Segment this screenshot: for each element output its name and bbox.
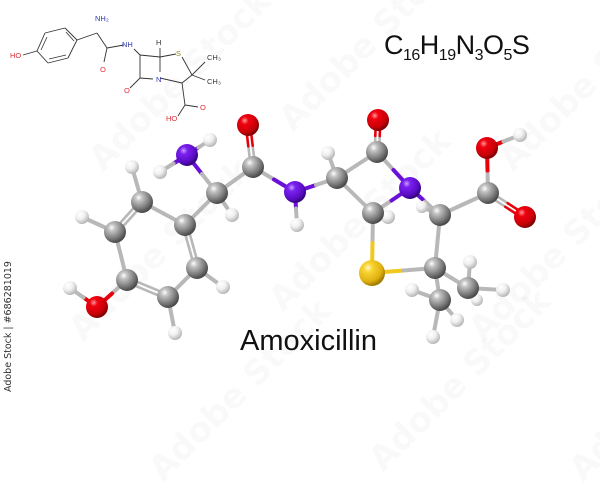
nitrogen-atom — [399, 177, 421, 199]
formula-subscript: 5 — [503, 47, 513, 64]
skeletal-bond — [76, 32, 98, 41]
hydrogen-atom — [463, 255, 477, 269]
hydrogen-atom — [513, 128, 527, 142]
oxygen-atom — [476, 137, 498, 159]
hydrogen-atom — [381, 210, 395, 224]
hydrogen-atom — [63, 281, 77, 295]
hydrogen-atom — [225, 208, 239, 222]
skeletal-bond — [191, 74, 206, 81]
nitrogen-atom — [176, 144, 198, 166]
skeletal-label-s: S — [176, 49, 181, 58]
skeletal-aromatic-bond — [48, 54, 67, 60]
carbon-atom — [477, 182, 499, 204]
hydrogen-atom — [203, 133, 217, 147]
skeletal-bond — [181, 74, 193, 84]
carbon-atom — [457, 277, 479, 299]
skeletal-label-acid_ho: HO — [166, 114, 177, 123]
skeletal-bond — [36, 32, 46, 52]
formula-element-o: O — [483, 30, 504, 60]
formula-element-s: S — [511, 30, 530, 60]
hydrogen-atom — [426, 330, 440, 344]
hydrogen-atom — [290, 218, 304, 232]
skeletal-bond — [139, 77, 154, 80]
hydrogen-atom — [321, 146, 335, 160]
skeletal-bond — [184, 104, 199, 108]
carbon-atom — [116, 269, 138, 291]
skeletal-bond — [139, 54, 161, 58]
skeletal-label-amide_o: O — [100, 65, 106, 74]
skeletal-bond — [47, 57, 69, 64]
skeletal-bond — [44, 27, 66, 34]
formula-element-n: N — [455, 30, 476, 60]
formula-element-h: H — [419, 30, 440, 60]
carbon-atom — [326, 167, 348, 189]
sulfur-atom — [359, 260, 385, 286]
skeletal-bond — [67, 39, 78, 59]
hydrogen-atom — [125, 160, 139, 174]
skeletal-bond — [133, 48, 141, 56]
skeletal-label-h_stereo: H — [156, 38, 161, 47]
skeletal-label-nh: NH — [122, 40, 133, 49]
carbon-atom — [206, 182, 228, 204]
skeletal-structure: HO NH₂ O NH H S CH₃ CH₃ N O O HO — [10, 14, 221, 123]
carbon-atom — [186, 257, 208, 279]
hydrogen-atom — [216, 280, 230, 294]
stock-credit: Adobe Stock | #686281019 — [3, 261, 14, 392]
skeletal-bond — [177, 104, 186, 117]
hydrogen-atom — [405, 283, 419, 297]
skeletal-aromatic-bond — [65, 31, 75, 42]
skeletal-bond — [191, 61, 206, 76]
carbon-atom — [366, 141, 388, 163]
skeletal-bond — [103, 47, 108, 63]
skeletal-bond — [96, 32, 108, 49]
carbon-atom — [104, 221, 126, 243]
formula-subscript: 19 — [438, 47, 456, 64]
carbon-atom — [429, 204, 451, 226]
compound-name: Amoxicillin — [240, 325, 377, 357]
carbon-atom — [429, 289, 451, 311]
nitrogen-atom — [284, 181, 306, 203]
oxygen-atom — [237, 114, 259, 136]
carbon-atom — [424, 257, 446, 279]
carbon-atom — [157, 286, 179, 308]
skeletal-bond — [106, 44, 125, 49]
skeletal-bond — [22, 50, 38, 56]
skeletal-bond — [181, 56, 193, 76]
skeletal-label-ch3_b: CH₃ — [207, 77, 221, 86]
skeletal-label-lactam_o: O — [124, 86, 130, 95]
skeletal-bond — [181, 82, 186, 106]
hydrogen-atom — [153, 165, 167, 179]
skeletal-bond — [159, 77, 183, 84]
hydrogen-atom — [416, 201, 428, 213]
hydrogen-atom — [496, 283, 510, 297]
skeletal-label-acid_o: O — [200, 103, 206, 112]
formula-element-c: C — [384, 30, 404, 60]
skeletal-label-nh2: NH₂ — [95, 14, 109, 23]
oxygen-atom — [86, 296, 108, 318]
skeletal-bond — [159, 53, 177, 58]
carbon-atom — [174, 214, 196, 236]
skeletal-bond — [64, 27, 78, 41]
hydrogen-atom — [75, 210, 89, 224]
skeletal-label-ch3_a: CH₃ — [207, 53, 221, 62]
atoms-3d — [63, 109, 536, 344]
carbon-atom — [362, 202, 384, 224]
carbon-atom — [242, 156, 264, 178]
skeletal-label-ho_phenol: HO — [10, 51, 21, 60]
carbon-atom — [131, 191, 153, 213]
oxygen-atom — [367, 109, 389, 131]
oxygen-atom — [514, 206, 536, 228]
formula-subscript: 16 — [403, 47, 420, 64]
skeletal-bond — [36, 50, 49, 64]
molecular-formula: C16H19N3O5S — [384, 30, 530, 64]
skeletal-bond — [129, 77, 141, 89]
skeletal-label-n_ring: N — [156, 75, 161, 84]
formula-subscript: 3 — [474, 47, 484, 64]
skeletal-aromatic-bond — [40, 36, 48, 51]
hydrogen-atom — [450, 313, 464, 327]
hydrogen-atom — [168, 326, 182, 340]
